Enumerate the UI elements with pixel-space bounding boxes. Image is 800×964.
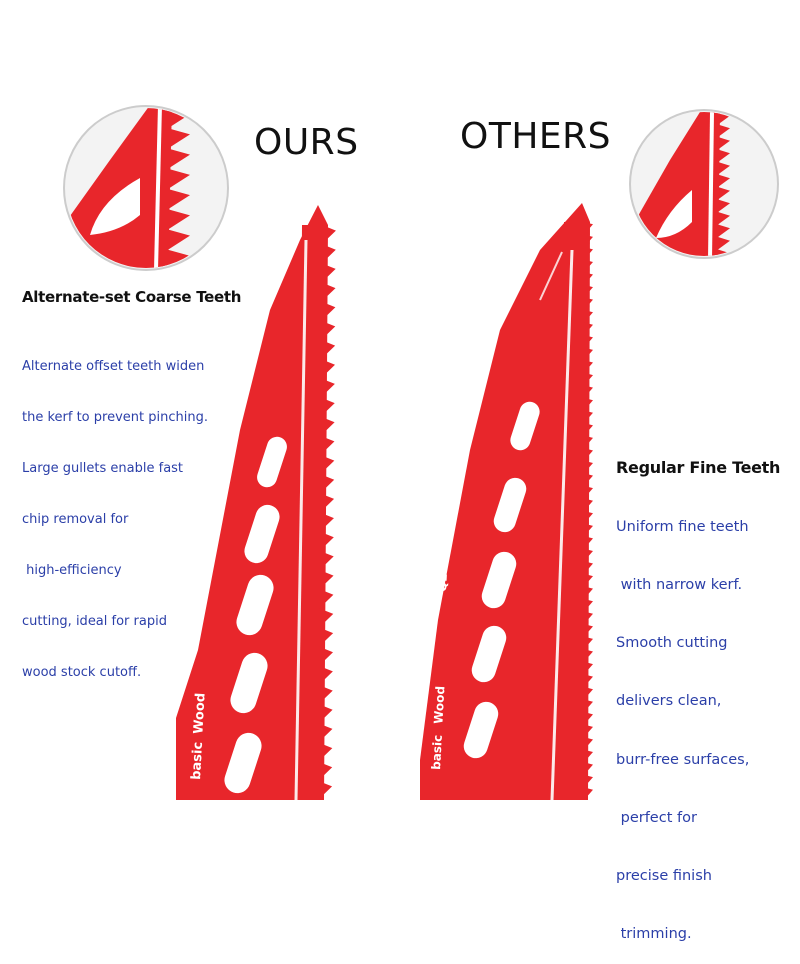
description-line: Smooth cutting bbox=[616, 635, 728, 652]
description-line: with narrow kerf. bbox=[616, 577, 743, 594]
fine-teeth-edge bbox=[564, 222, 593, 800]
blade-brand-label: QEC LUB bbox=[189, 567, 207, 630]
ours-feature-description: Alternate offset teeth widen the kerf to… bbox=[22, 324, 208, 698]
blade-line-label-others: basic bbox=[429, 734, 445, 770]
ours-saw-blade: basic Wood QEC LUB bbox=[176, 205, 336, 800]
others-feature-description: Uniform fine teeth with narrow kerf. Smo… bbox=[616, 479, 749, 964]
description-line: Large gullets enable fast bbox=[22, 461, 184, 476]
blade-slot bbox=[493, 477, 527, 533]
description-line: trimming. bbox=[616, 926, 692, 943]
blade-slot bbox=[236, 574, 274, 636]
blade-slot bbox=[224, 732, 262, 794]
description-line: high-efficiency bbox=[22, 563, 122, 578]
coarse-teeth-closeup-icon bbox=[63, 105, 229, 271]
description-line: burr-free surfaces, bbox=[616, 751, 750, 768]
description-line: the kerf to prevent pinching. bbox=[22, 410, 208, 425]
description-line: precise finish bbox=[616, 868, 712, 885]
blade-slot bbox=[510, 401, 540, 451]
product-comparison-graphic: basic Wood QEC LUB basic Wood QEC LUB bbox=[63, 105, 779, 800]
description-line: wood stock cutoff. bbox=[22, 665, 142, 680]
blade-material-label-others: Wood bbox=[431, 686, 447, 725]
description-line: Uniform fine teeth bbox=[616, 518, 749, 535]
others-heading: OTHERS bbox=[460, 116, 612, 157]
ours-feature-title: Alternate-set Coarse Teeth bbox=[22, 288, 242, 306]
others-saw-blade: basic Wood QEC LUB bbox=[420, 203, 593, 800]
fine-teeth-closeup-icon bbox=[629, 109, 779, 259]
description-line: perfect for bbox=[616, 809, 697, 826]
blade-slot bbox=[471, 625, 507, 683]
blade-slot bbox=[463, 701, 499, 759]
blade-slot bbox=[244, 504, 280, 564]
ours-heading: OURS bbox=[254, 122, 359, 163]
blade-line-label: basic bbox=[189, 741, 206, 780]
blade-slot bbox=[230, 652, 268, 714]
description-line: delivers clean, bbox=[616, 693, 722, 710]
description-line: cutting, ideal for rapid bbox=[22, 614, 167, 629]
blade-material-label: Wood bbox=[191, 692, 208, 734]
blade-slot bbox=[257, 436, 287, 488]
description-line: chip removal for bbox=[22, 512, 129, 527]
blade-brand-label-others: QEC LUB bbox=[435, 534, 452, 592]
description-line: Alternate offset teeth widen bbox=[22, 359, 205, 374]
blade-slot bbox=[481, 551, 517, 609]
coarse-teeth-edge bbox=[298, 225, 336, 800]
others-feature-title: Regular Fine Teeth bbox=[616, 458, 781, 477]
